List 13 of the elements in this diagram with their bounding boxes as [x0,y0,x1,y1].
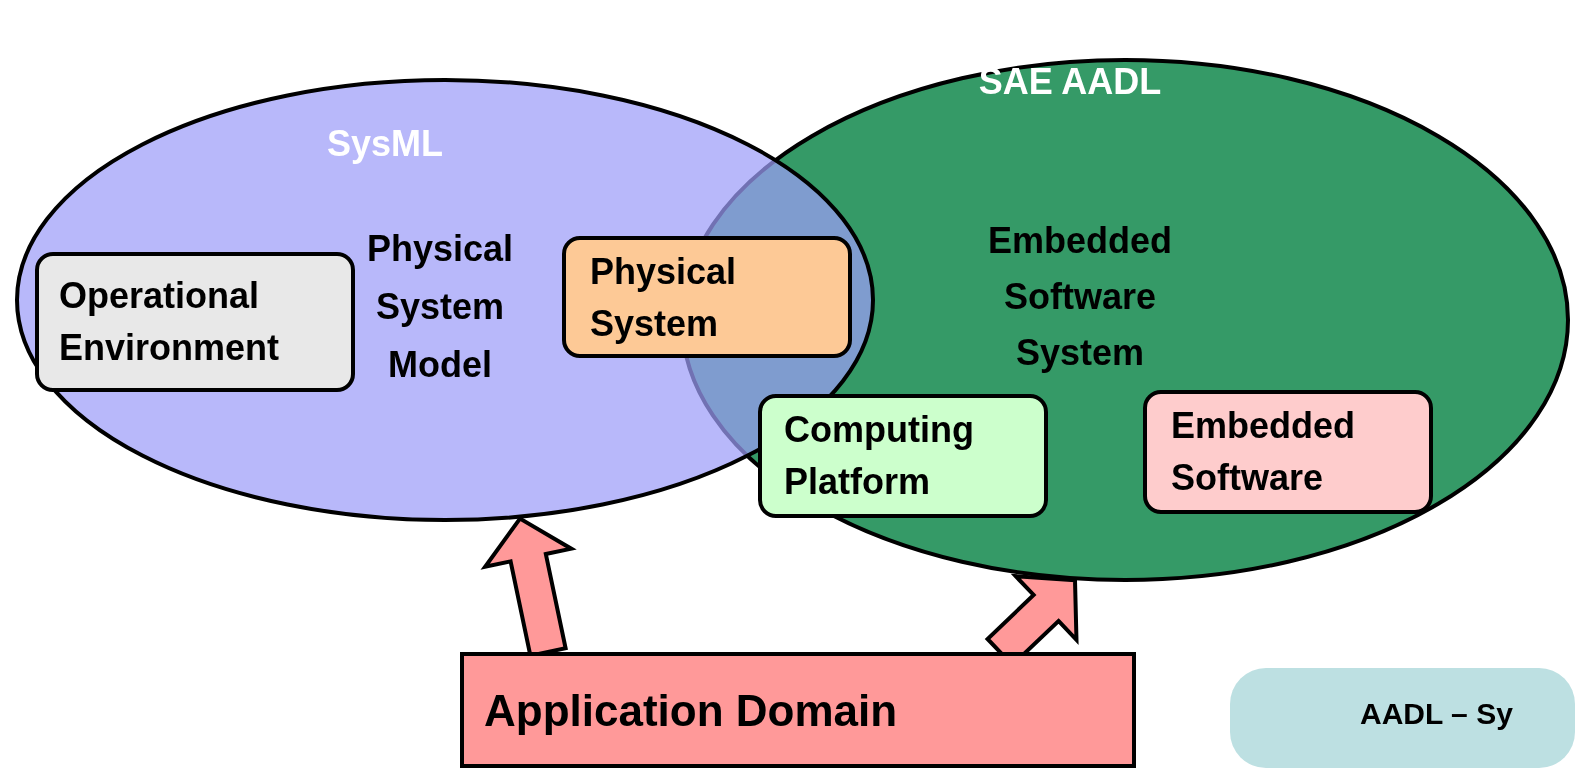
region-label: Physical System Model [365,227,515,387]
folded-note-box [460,652,1136,768]
region-label: Embedded Software System [987,219,1173,375]
box-label: AADL – Sy [1360,696,1514,732]
box-label: Physical System [590,250,738,346]
rounded-panel [1230,668,1575,768]
region-title: SysML [325,122,444,166]
box-label: Embedded Software [1171,404,1357,500]
box-label: Operational Environment [59,274,281,370]
box-label: Application Domain [484,685,899,737]
rounded-box [1143,390,1433,514]
box-label: Computing Platform [784,408,975,504]
region-title: SAE AADL [977,60,1163,104]
